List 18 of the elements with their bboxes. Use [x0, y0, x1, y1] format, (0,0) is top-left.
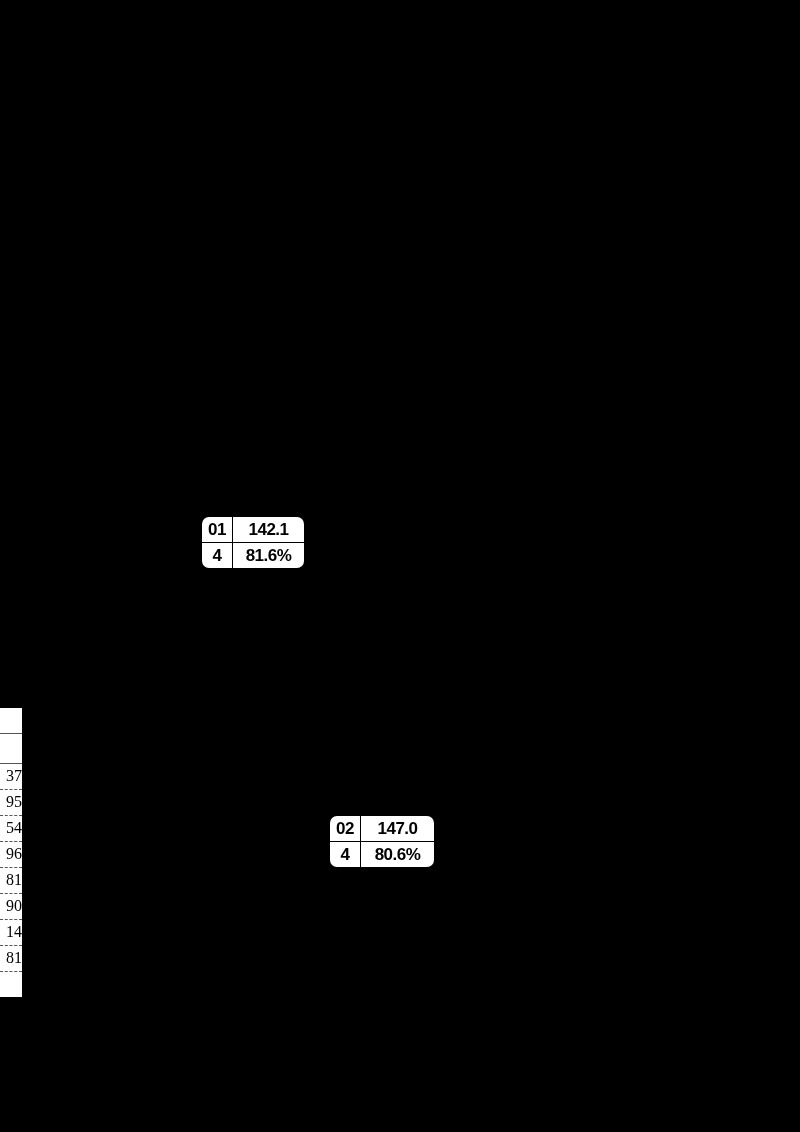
table-cell-text: 81: [5, 948, 22, 968]
table-cell-key: 4: [330, 841, 361, 867]
table-cell-value: 81.6%: [244, 544, 293, 567]
table-cell-value: 142.1: [233, 517, 304, 543]
table-cell-value: 80.6%: [373, 843, 422, 866]
value-table: [330, 816, 434, 867]
table-cell-text: 81: [5, 870, 22, 890]
table-cell-key: 4: [202, 542, 233, 568]
table-cell-text: 96: [5, 844, 22, 864]
table-cell-text: 95: [5, 792, 22, 812]
value-table: [202, 517, 304, 568]
table-cell-text: 90: [5, 896, 22, 916]
table-cell-text: 54: [5, 818, 22, 838]
table-cell-key: 02: [330, 816, 361, 842]
table-cell-key: 01: [202, 517, 233, 543]
table-cell-text: 14: [5, 922, 22, 942]
table-cell-value: 147.0: [361, 816, 434, 842]
table-cell-text: 37: [5, 766, 22, 786]
